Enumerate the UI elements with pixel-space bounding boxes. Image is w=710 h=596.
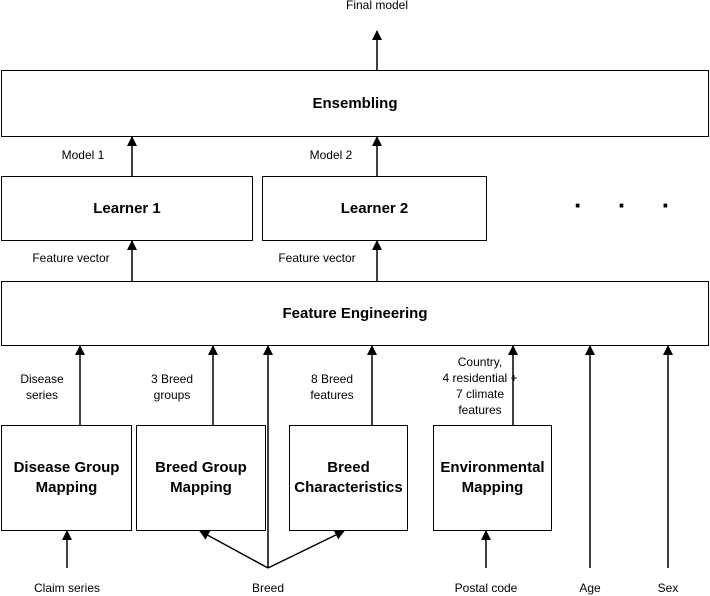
feature-vector-1-label: Feature vector xyxy=(32,251,110,265)
learner-2-label: Learner 2 xyxy=(340,200,409,217)
ensembling-label: Ensembling xyxy=(312,95,398,112)
learner-2-box: Learner 2 xyxy=(262,176,487,241)
disease-series-label: Disease series xyxy=(20,372,64,402)
claim-series-input-label: Claim series xyxy=(33,581,100,595)
age-input-label: Age xyxy=(579,581,601,595)
environmental-mapping-box: Environmental Mapping xyxy=(433,425,552,531)
feature-vector-2-label: Feature vector xyxy=(278,251,356,265)
ensembling-box: Ensembling xyxy=(1,70,709,137)
final-model-label: Final model xyxy=(345,0,409,12)
env-features-label: Country, 4 residential + 7 climate featu… xyxy=(442,355,518,417)
breed-characteristics-box: Breed Characteristics xyxy=(289,425,408,531)
breed-characteristics-label: Breed Characteristics xyxy=(294,459,403,496)
postal-code-input-label: Postal code xyxy=(454,581,518,595)
breed-input-label: Breed xyxy=(251,581,285,595)
more-learners-ellipsis: · · · xyxy=(574,190,685,220)
breed-groups-label: 3 Breed groups xyxy=(150,372,194,402)
model-1-label: Model 1 xyxy=(61,148,105,162)
disease-group-mapping-label: Disease Group Mapping xyxy=(13,459,120,496)
breed-group-mapping-box: Breed Group Mapping xyxy=(136,425,266,531)
learner-1-box: Learner 1 xyxy=(1,176,253,241)
arrow-breed-to-breedgroup xyxy=(199,530,269,569)
environmental-mapping-label: Environmental Mapping xyxy=(440,459,545,496)
breed-group-mapping-label: Breed Group Mapping xyxy=(155,459,247,496)
learner-1-label: Learner 1 xyxy=(93,200,161,217)
sex-input-label: Sex xyxy=(657,581,679,595)
model-2-label: Model 2 xyxy=(309,148,353,162)
feature-engineering-box: Feature Engineering xyxy=(1,281,709,346)
feature-engineering-label: Feature Engineering xyxy=(282,305,428,322)
breed-features-label: 8 Breed features xyxy=(310,372,354,402)
disease-group-mapping-box: Disease Group Mapping xyxy=(1,425,132,531)
arrow-breed-to-breedchar xyxy=(267,530,345,569)
